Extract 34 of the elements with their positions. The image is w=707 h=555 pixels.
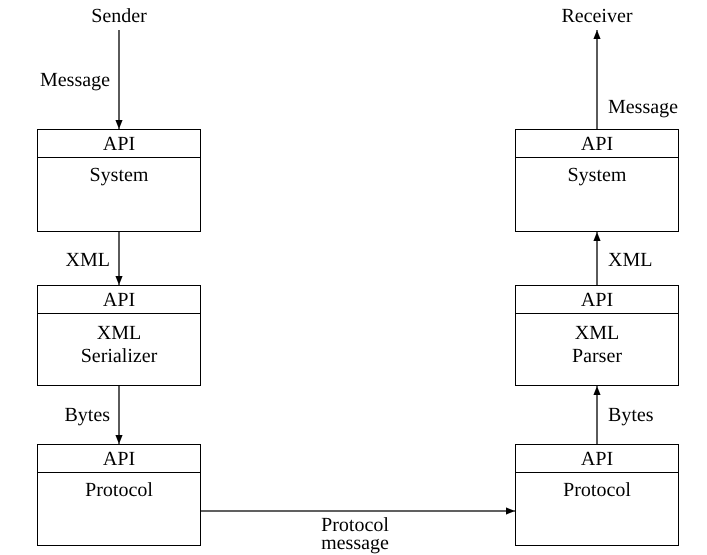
component-box [515, 285, 679, 386]
box-header: API [580, 448, 614, 468]
box-header: API [580, 290, 614, 310]
box-header: API [102, 448, 136, 468]
edge-label: Bytes [63, 405, 110, 425]
box-label: Protocol [563, 479, 631, 502]
endpoint-label: Receiver [547, 2, 647, 30]
arrow [201, 507, 515, 515]
component-box [37, 129, 201, 232]
box-label: System [90, 164, 148, 187]
edge-label: Bytes [608, 405, 655, 425]
edge-label: Protocol message [320, 517, 390, 552]
component-box [515, 129, 679, 232]
box-label: XML Serializer [80, 322, 158, 368]
edge-label: Message [39, 70, 110, 90]
arrow [593, 30, 601, 129]
edge-label: XML [608, 250, 654, 270]
edge-label: XML [64, 250, 110, 270]
box-header: API [102, 134, 136, 154]
arrow [115, 30, 123, 129]
arrow [593, 232, 601, 285]
arrow [115, 232, 123, 285]
component-box [37, 285, 201, 386]
box-label: System [568, 164, 626, 187]
arrow [593, 386, 601, 444]
box-label: XML Parser [571, 322, 623, 368]
component-box [515, 444, 679, 546]
box-header: API [580, 134, 614, 154]
edge-label: Message [608, 97, 679, 117]
endpoint-label: Sender [79, 2, 159, 30]
box-label: Protocol [85, 479, 153, 502]
arrow [115, 386, 123, 444]
component-box [37, 444, 201, 546]
box-header: API [102, 290, 136, 310]
